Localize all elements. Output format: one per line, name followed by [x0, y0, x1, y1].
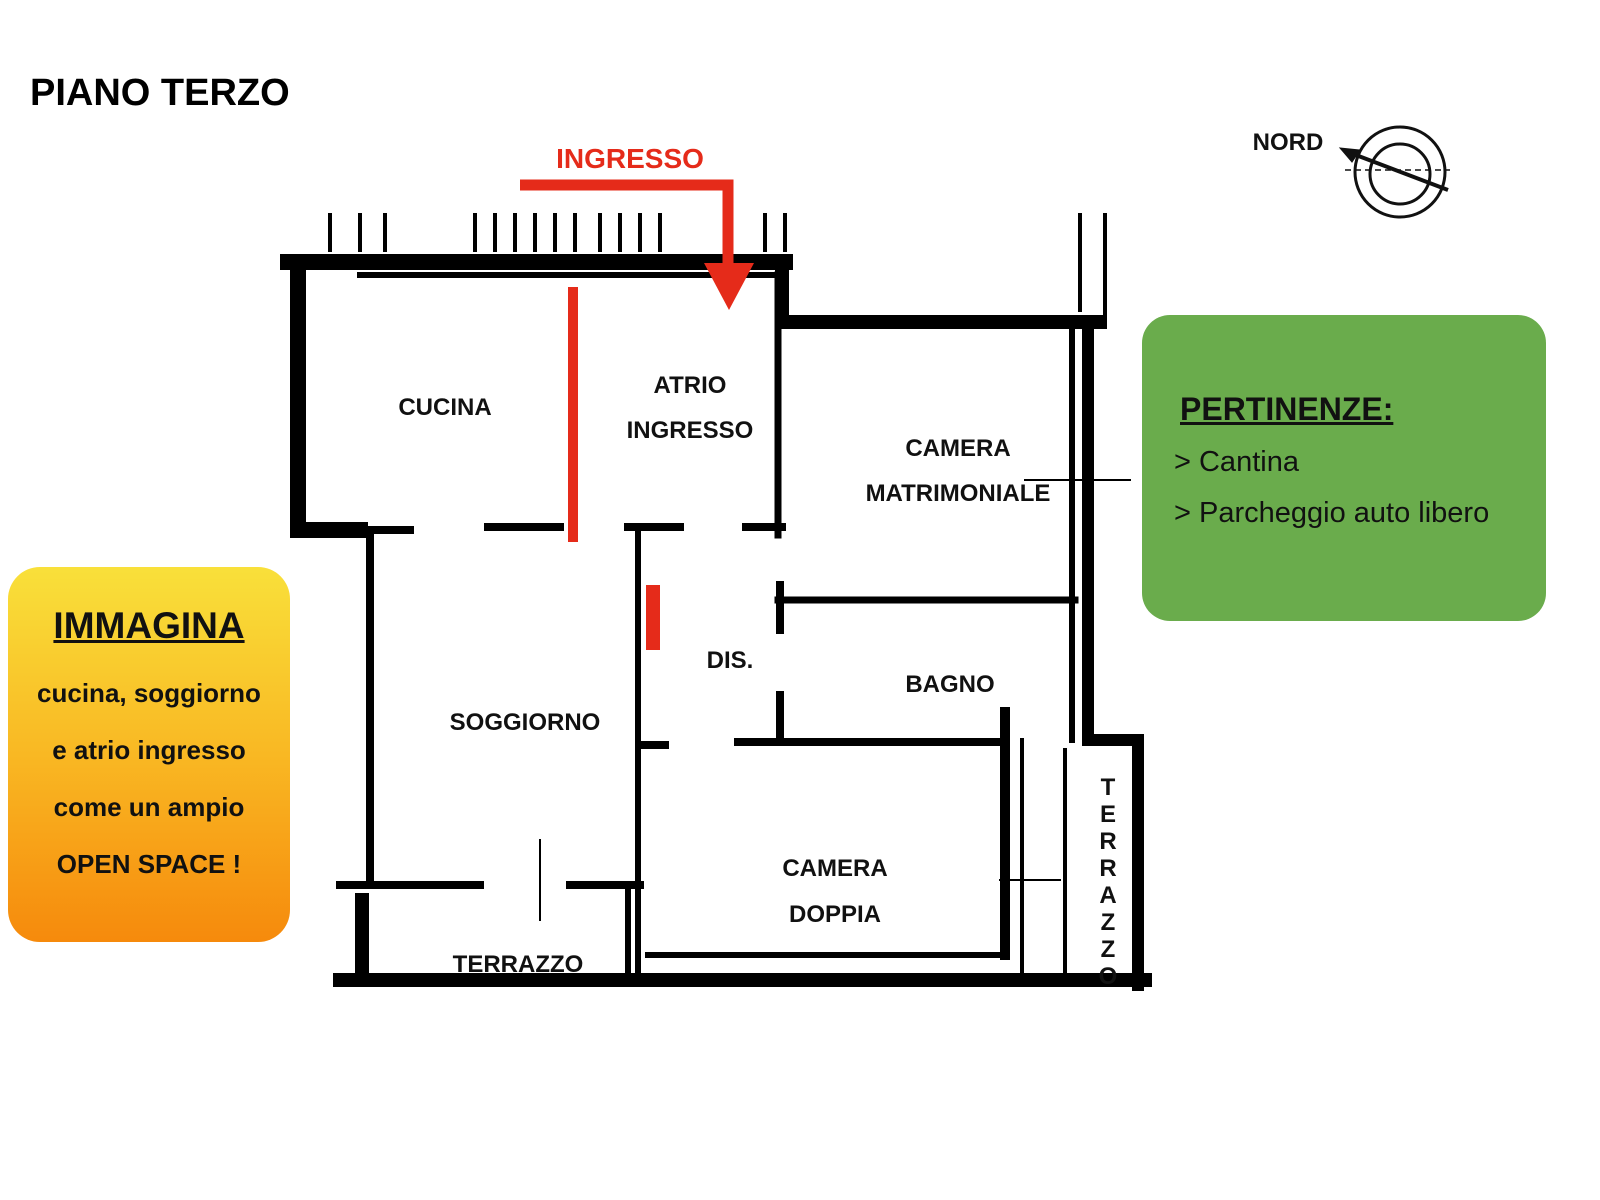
room-soggiorno: SOGGIORNO	[450, 709, 601, 736]
terrazzo-letter: T	[1101, 774, 1116, 801]
entrance-arrow-head	[704, 263, 754, 310]
immagina-callout: IMMAGINA cucina, soggiorno e atrio ingre…	[8, 567, 290, 942]
terrazzo-letter: R	[1099, 828, 1116, 855]
room-cucina: CUCINA	[398, 394, 491, 421]
terrazzo-letter: Z	[1101, 936, 1116, 963]
balcony-railing	[328, 213, 1107, 322]
wall-cucina-left	[290, 254, 368, 538]
room-camera-matrimoniale-line1: CAMERA	[905, 435, 1010, 462]
north-compass-icon	[1338, 125, 1450, 219]
terrazzo-letter: Z	[1101, 909, 1116, 936]
terrazzo-letter: O	[1099, 963, 1118, 990]
removed-wall-marker	[568, 287, 578, 542]
wall-side-terrazzo	[1020, 738, 1067, 977]
room-atrio-line1: ATRIO	[654, 372, 727, 399]
terrazzo-letter: R	[1099, 855, 1116, 882]
room-bagno: BAGNO	[905, 671, 994, 698]
page-title: PIANO TERZO	[30, 72, 290, 114]
room-camera-doppia-line1: CAMERA	[782, 855, 887, 882]
wall-cucina-bottom	[356, 523, 786, 534]
room-terrazzo: TERRAZZO	[453, 951, 584, 978]
room-camera-matrimoniale-line2: MATRIMONIALE	[866, 480, 1051, 507]
north-label: NORD	[1253, 129, 1324, 156]
wall-east	[1082, 316, 1144, 991]
pertinenze-callout: PERTINENZE: > Cantina > Parcheggio auto …	[1142, 315, 1546, 621]
room-terrazzo-side: T E R R A Z Z O	[1099, 774, 1118, 990]
pertinenze-item: > Cantina	[1174, 446, 1299, 478]
immagina-line: cucina, soggiorno	[37, 678, 261, 708]
walls	[280, 213, 1152, 991]
immagina-line: e atrio ingresso	[52, 735, 246, 765]
immagina-heading: IMMAGINA	[53, 605, 245, 646]
room-dis: DIS.	[707, 647, 754, 674]
room-camera-doppia-line2: DOPPIA	[789, 901, 881, 928]
pertinenze-heading: PERTINENZE:	[1180, 391, 1394, 427]
immagina-line: come un ampio	[53, 792, 245, 822]
immagina-line: OPEN SPACE !	[56, 849, 242, 879]
terrazzo-letter: A	[1099, 882, 1116, 909]
room-atrio-line2: INGRESSO	[627, 417, 754, 444]
window-marks	[539, 479, 1131, 921]
pertinenze-item: > Parcheggio auto libero	[1174, 497, 1490, 529]
terrazzo-letter: E	[1100, 801, 1116, 828]
removed-door-marker	[646, 585, 660, 650]
entrance-label: INGRESSO	[556, 143, 704, 174]
entrance-arrow-line	[520, 179, 734, 270]
